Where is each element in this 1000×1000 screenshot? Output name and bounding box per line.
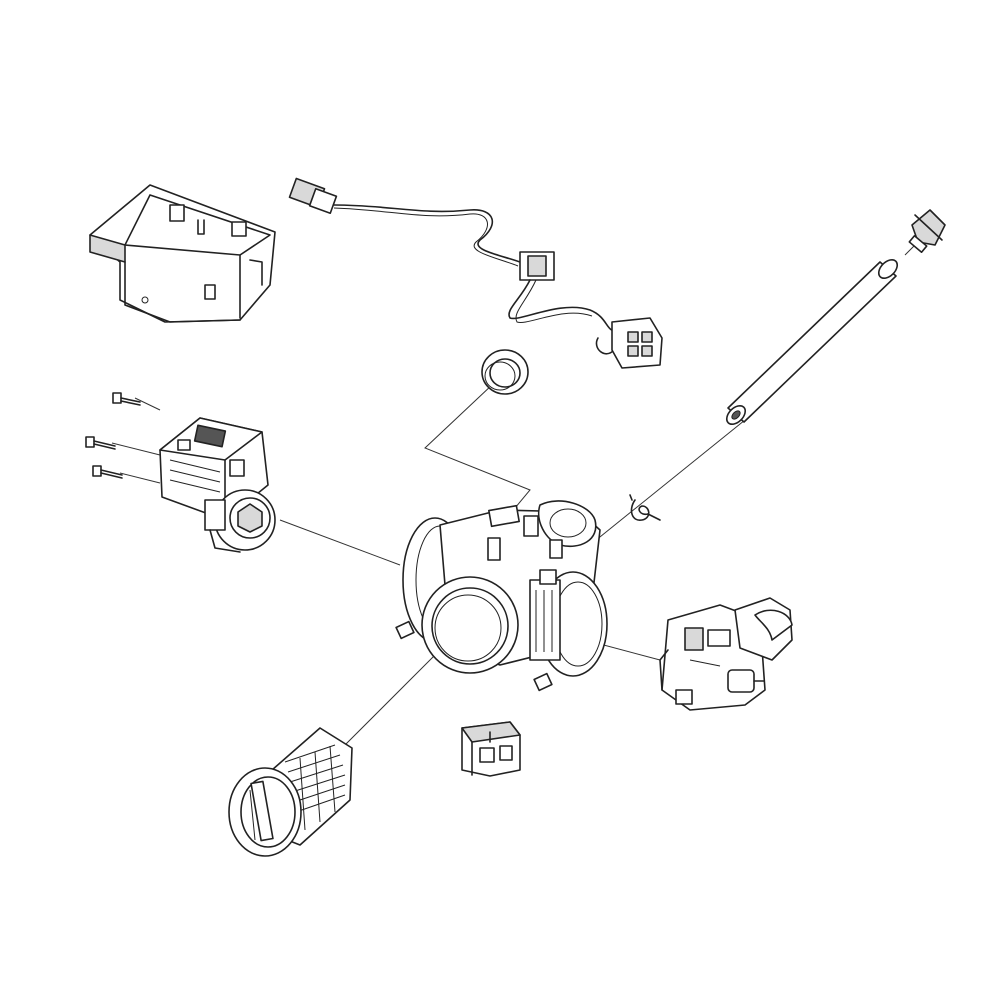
hose-clamp <box>629 494 661 521</box>
pump-housing <box>395 500 608 692</box>
drain-pump-motor <box>159 417 276 553</box>
control-valve-actuator <box>659 597 793 711</box>
cover-bracket <box>89 184 276 323</box>
screw-2 <box>85 436 116 450</box>
wire-harness <box>288 177 663 369</box>
hose-fitting <box>908 209 946 254</box>
screw-3 <box>92 465 123 479</box>
filter-mesh <box>284 744 346 831</box>
seal-ring <box>481 349 529 395</box>
screw-1 <box>112 392 141 406</box>
pressure-hose <box>725 258 899 426</box>
connector-block <box>461 721 521 777</box>
filter-cap <box>228 727 353 857</box>
mounting-screws <box>85 392 141 479</box>
